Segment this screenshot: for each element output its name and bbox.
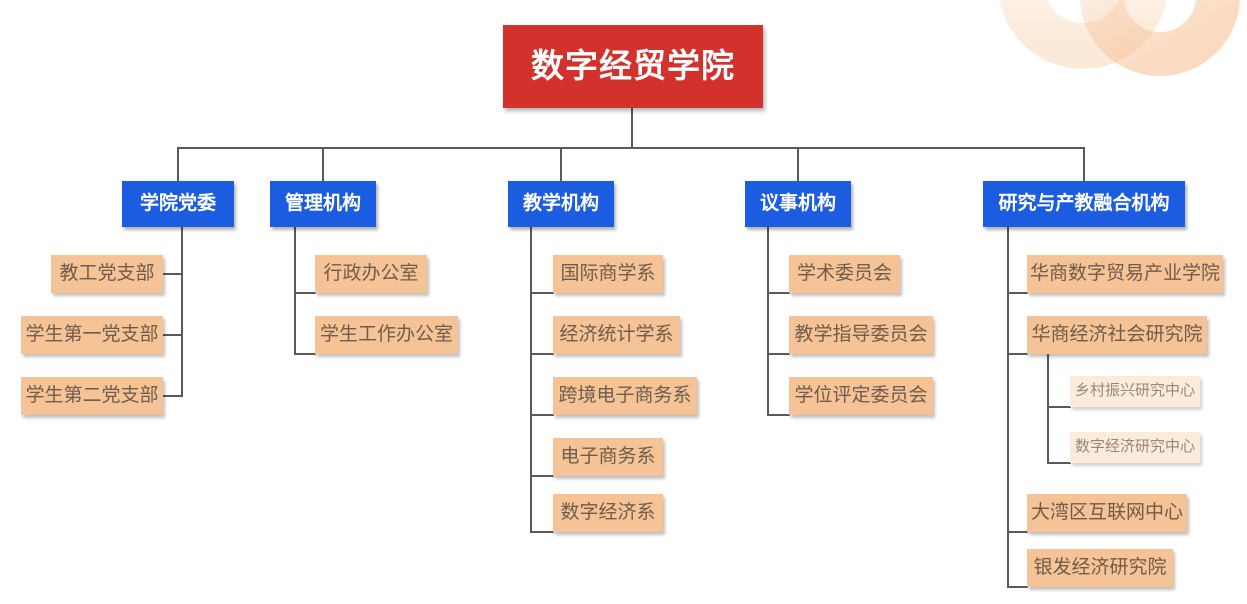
branch-node-deliberative: 议事机构 <box>745 181 851 227</box>
leaf-node-teaching-guidance-committee: 教学指导委员会 <box>789 316 933 354</box>
root-node: 数字经贸学院 <box>503 25 763 108</box>
leaf-node-student-party-branch-2: 学生第二党支部 <box>21 377 163 415</box>
leaf-node-degree-evaluation-committee: 学位评定委员会 <box>789 377 933 415</box>
leaf-node-crossborder-ecommerce-dept: 跨境电子商务系 <box>553 377 697 415</box>
branch-node-administration: 管理机构 <box>270 181 376 227</box>
leaf-node-student-party-branch-1: 学生第一党支部 <box>21 316 163 354</box>
leaf-node-digital-economy-dept: 数字经济系 <box>553 494 663 532</box>
branch-node-research-industry: 研究与产教融合机构 <box>983 181 1185 227</box>
leaf-node-academic-committee: 学术委员会 <box>789 255 900 293</box>
branch-node-teaching: 教学机构 <box>508 181 614 227</box>
subleaf-node-digital-economy-research-center: 数字经济研究中心 <box>1070 432 1200 463</box>
leaf-node-ecommerce-dept: 电子商务系 <box>553 438 663 476</box>
leaf-node-admin-office: 行政办公室 <box>315 255 427 293</box>
leaf-node-silver-economy-institute: 银发经济研究院 <box>1027 549 1173 587</box>
subleaf-node-rural-revitalization-center: 乡村振兴研究中心 <box>1070 376 1200 407</box>
branch-node-party-committee: 学院党委 <box>122 181 234 227</box>
leaf-node-economic-social-institute: 华商经济社会研究院 <box>1027 316 1207 354</box>
ring-icon <box>1080 0 1240 76</box>
leaf-node-digital-trade-industry-college: 华商数字贸易产业学院 <box>1027 255 1223 293</box>
leaf-node-faculty-party-branch: 教工党支部 <box>51 255 163 293</box>
leaf-node-student-affairs-office: 学生工作办公室 <box>315 316 458 354</box>
leaf-node-economic-statistics-dept: 经济统计学系 <box>553 316 680 354</box>
leaf-node-greater-bay-internet-center: 大湾区互联网中心 <box>1027 494 1187 532</box>
leaf-node-intl-business-dept: 国际商学系 <box>553 255 663 293</box>
ring-icon <box>999 0 1167 69</box>
